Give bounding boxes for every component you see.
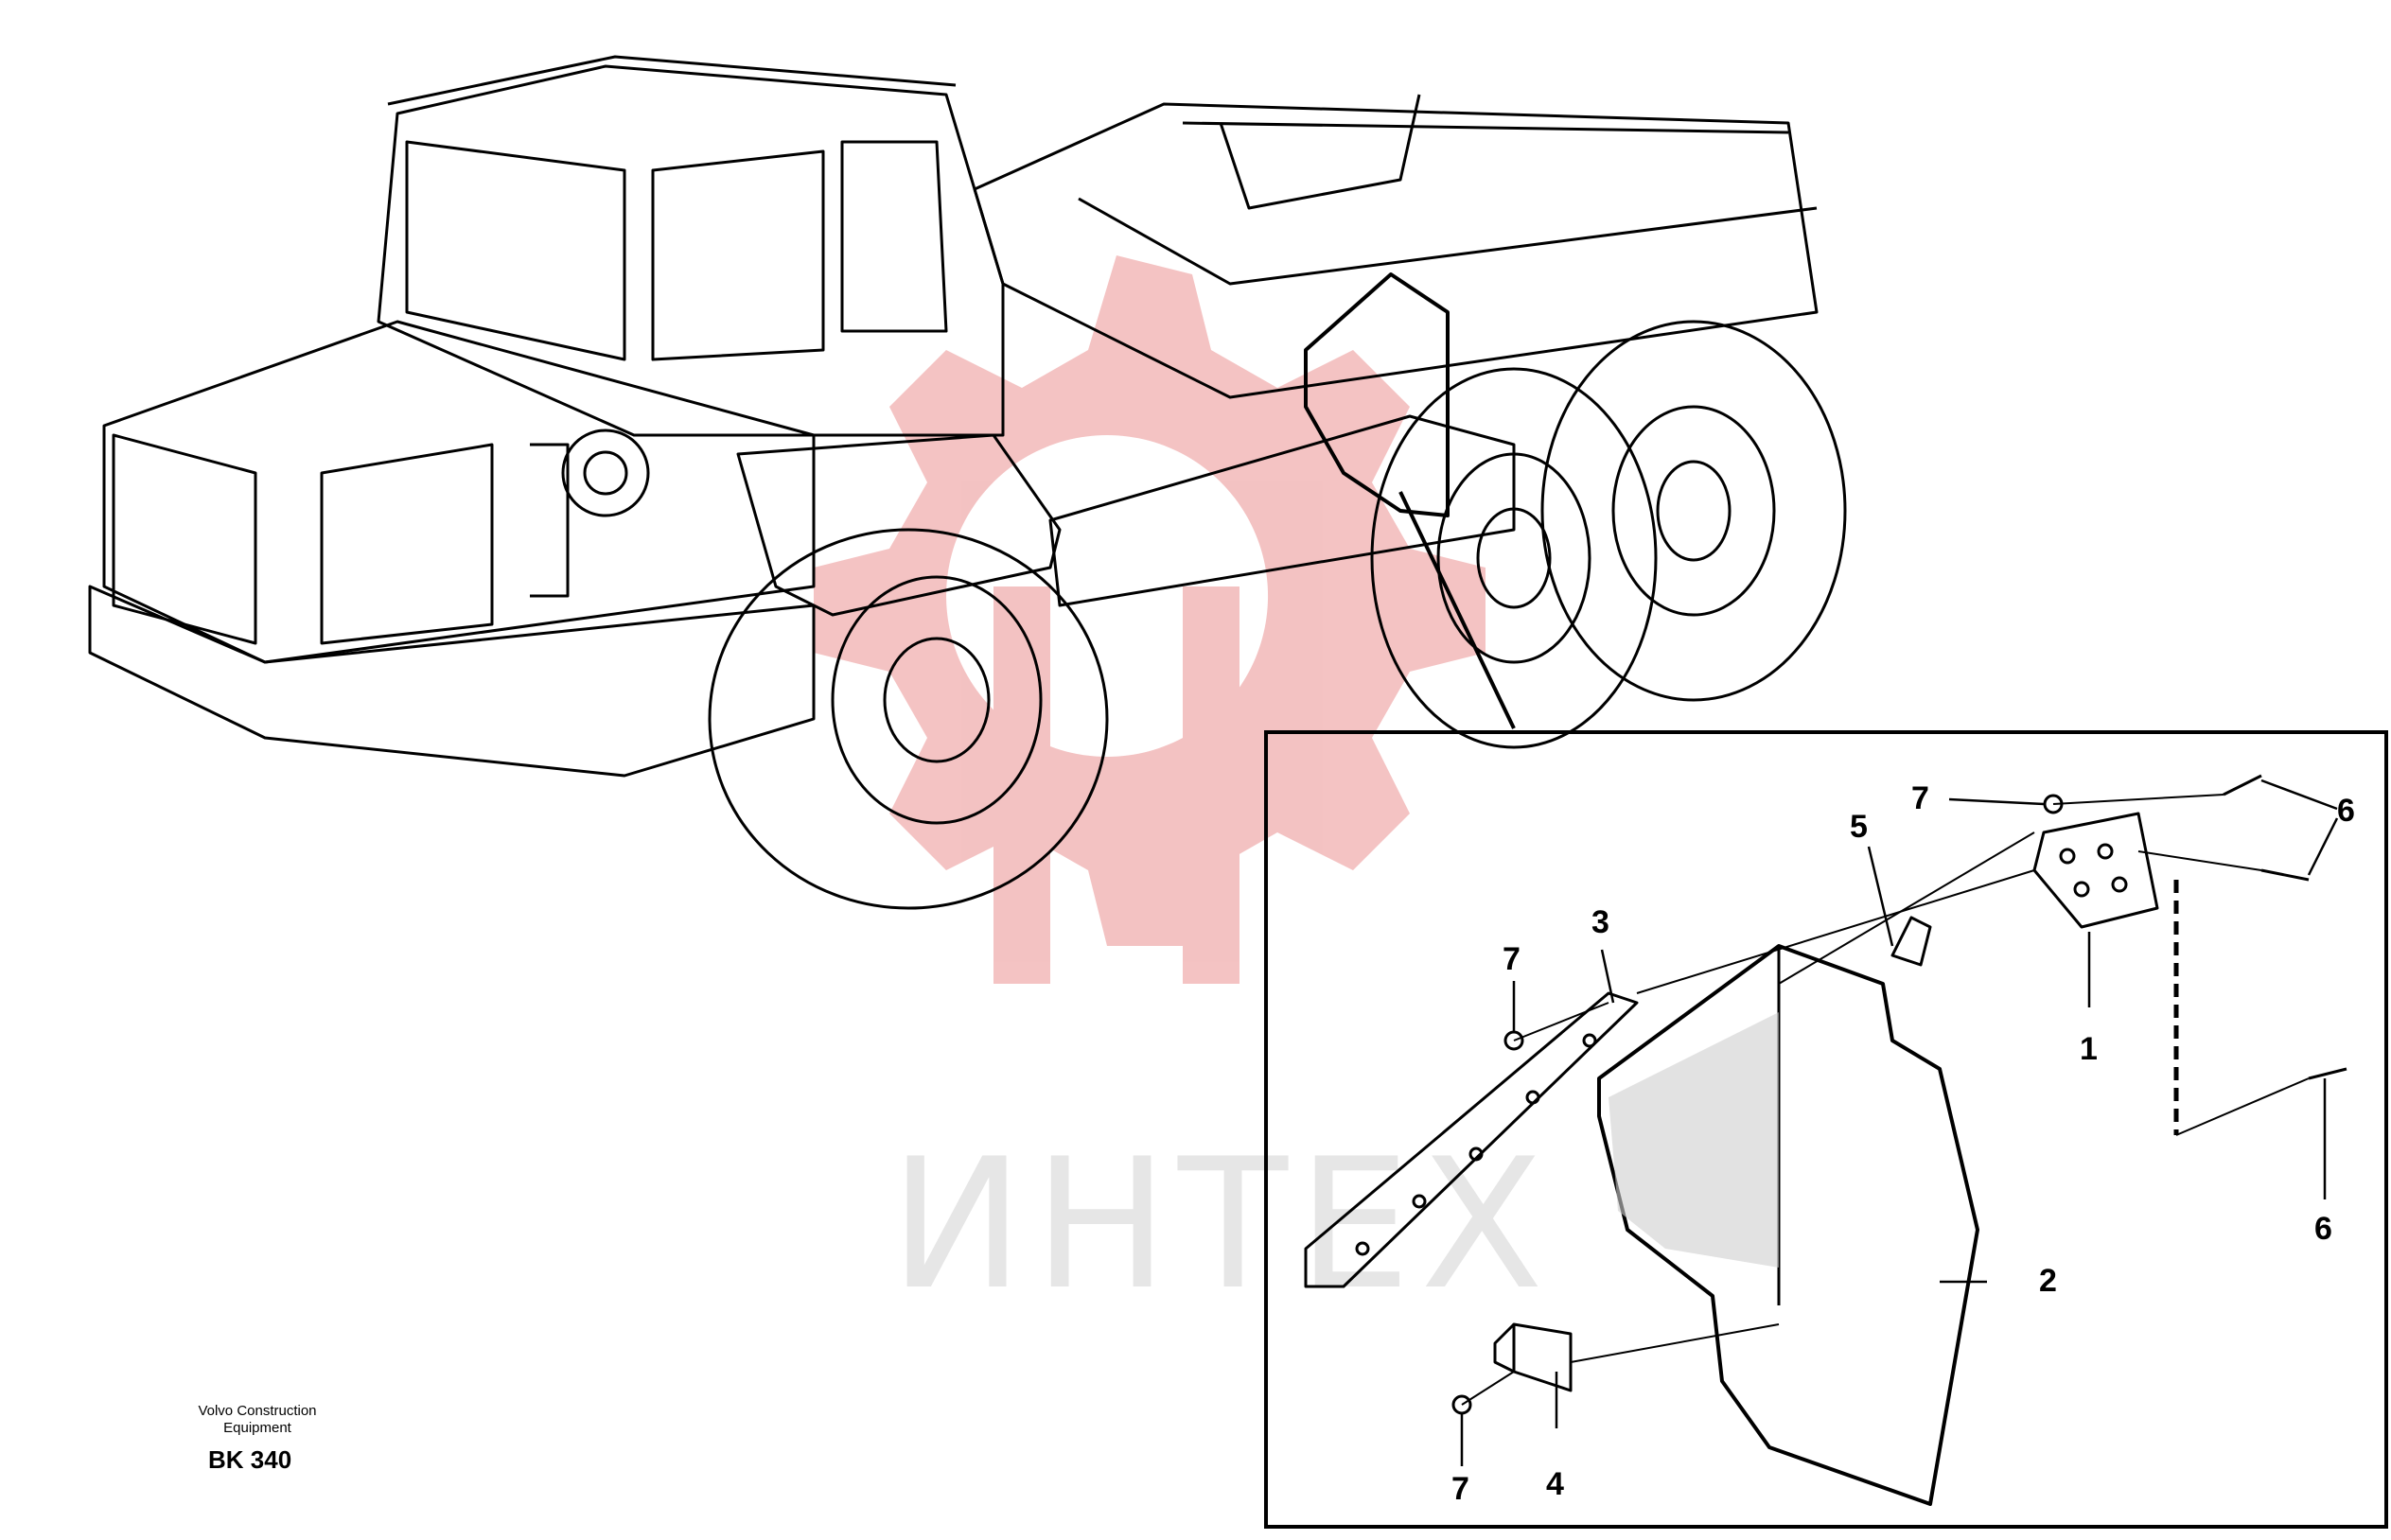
- callout-5: 5: [1850, 809, 1868, 845]
- rear-wheel-2: [1540, 320, 1847, 702]
- part-3-bracket: [1304, 991, 1639, 1288]
- truck-hood: [102, 320, 816, 664]
- dump-body: [973, 102, 1819, 399]
- rear-frame: [1048, 414, 1516, 607]
- credit-line-1: Volvo Construction: [198, 1403, 317, 1419]
- nut-7b: [1503, 1030, 1524, 1051]
- diagram-code: BK 340: [208, 1445, 292, 1474]
- bolt-6c: [2308, 1067, 2347, 1080]
- callout-2: 2: [2039, 1263, 2057, 1299]
- air-intake: [561, 429, 650, 517]
- callout-1: 1: [2080, 1031, 2098, 1067]
- manufacturer-credit: Volvo Construction Equipment: [163, 1403, 352, 1437]
- detail-inset-frame: [1264, 730, 2388, 1529]
- mudguard-on-truck: [1304, 272, 1450, 517]
- part-5-bracket: [1890, 916, 1932, 967]
- front-wheel: [708, 528, 1109, 910]
- callout-7b: 7: [1503, 941, 1521, 977]
- hauler-truck-outline: [88, 55, 1847, 910]
- cab-window-side: [651, 149, 825, 361]
- part-2-mudguard: [1597, 944, 1979, 1506]
- credit-line-2: Equipment: [223, 1420, 291, 1436]
- bolt-6b: [2260, 868, 2310, 882]
- truck-cab: [377, 64, 1005, 437]
- callout-7c: 7: [1451, 1471, 1469, 1507]
- part-1-plate: [2032, 812, 2159, 929]
- detail-parts: [1304, 774, 2347, 1506]
- nut-7c: [1451, 1394, 1472, 1415]
- callout-7a: 7: [1911, 780, 1929, 816]
- detail-leader-line: [1398, 491, 1516, 729]
- front-fender: [736, 433, 1062, 617]
- truck-bumper: [88, 585, 816, 778]
- watermark-text: ИНТЕХ: [889, 1120, 1553, 1329]
- cab-window-rear: [840, 140, 948, 333]
- bolt-6a: [2223, 774, 2262, 796]
- truck-grille: [112, 433, 257, 645]
- callout-leaders: [1460, 779, 2339, 1466]
- callout-3: 3: [1591, 904, 1609, 940]
- rear-wheel-1: [1370, 367, 1658, 749]
- watermark-gear-logo: [814, 255, 1486, 984]
- cab-window-front: [405, 140, 626, 361]
- callout-6b: 6: [2314, 1211, 2332, 1247]
- part-4-angle-bracket: [1512, 1322, 1573, 1392]
- callout-6a: 6: [2337, 793, 2355, 829]
- callout-4: 4: [1546, 1466, 1564, 1502]
